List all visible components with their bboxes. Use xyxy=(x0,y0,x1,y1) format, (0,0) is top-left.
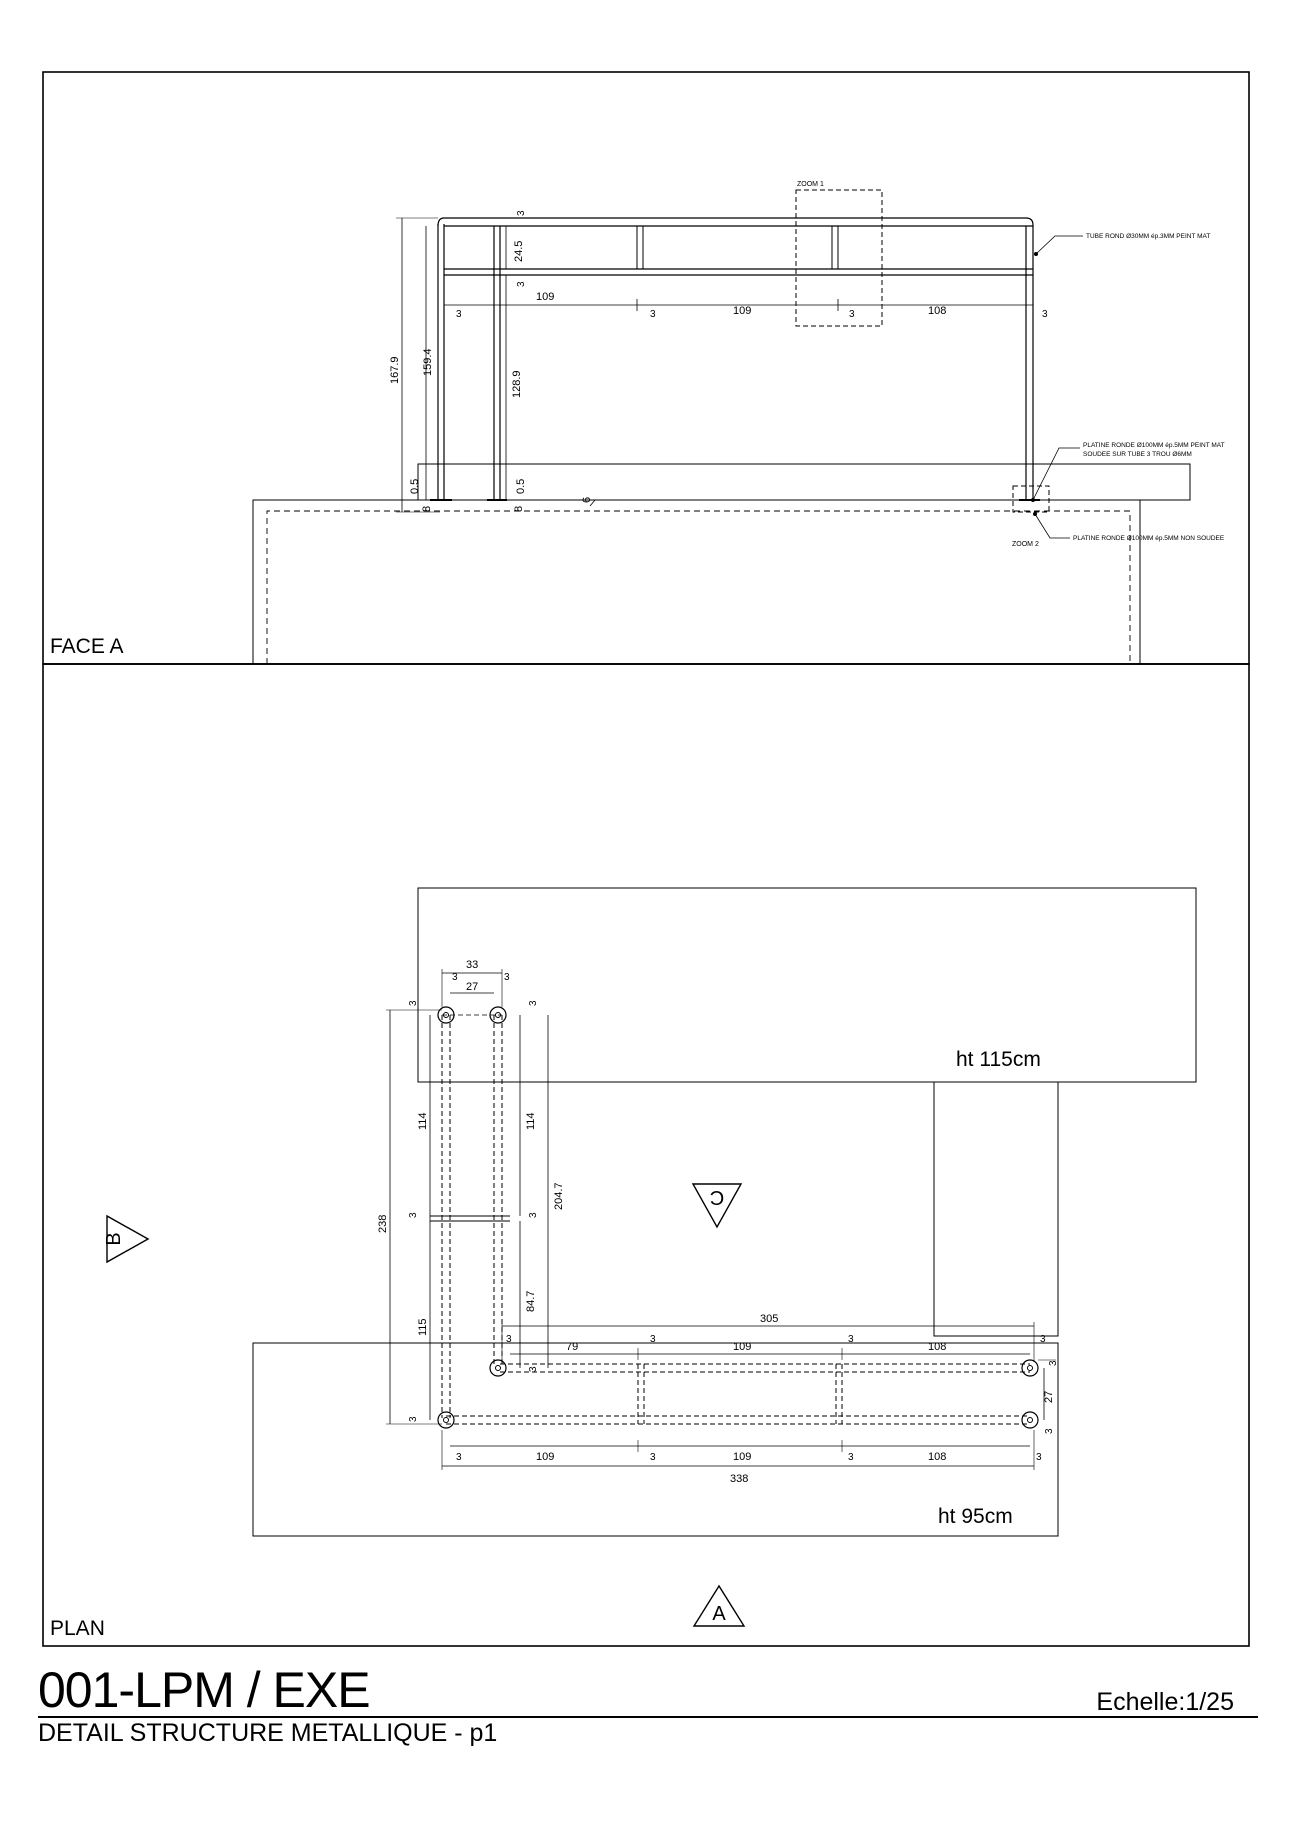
dim-tube-b: 3 xyxy=(650,309,656,320)
svg-text:B: B xyxy=(103,1232,125,1245)
marker-c: C xyxy=(691,1183,743,1229)
dim-plan-tube: 3 xyxy=(408,1212,419,1218)
platine-soudee-note-2: SOUDEE SUR TUBE 3 TROU Ø6MM xyxy=(1083,451,1192,458)
drawing-number: 001-LPM / EXE xyxy=(38,1662,371,1718)
dim-plan-tube: 3 xyxy=(1036,1452,1042,1463)
dim-mid-total: 204.7 xyxy=(553,1182,565,1210)
dim-run-mid: 109 xyxy=(733,1341,751,1353)
dim-plan-tube: 3 xyxy=(408,1416,419,1422)
plan-post xyxy=(437,1411,455,1429)
height-label-upper: ht 115cm xyxy=(956,1048,1041,1071)
dim-span-2: 109 xyxy=(733,305,751,317)
dim-plan-tube: 3 xyxy=(456,1452,462,1463)
plan-frame xyxy=(42,663,1250,1647)
dim-plan-tube: 3 xyxy=(1048,1360,1059,1366)
svg-text:C: C xyxy=(710,1186,724,1208)
dim-base-left: 8 xyxy=(421,506,433,512)
dim-rail-spacing: 24.5 xyxy=(513,241,525,262)
dim-run-first: 79 xyxy=(566,1341,578,1353)
dim-plan-tube: 3 xyxy=(528,1366,539,1372)
dim-step: 6 xyxy=(581,497,593,503)
plan-post xyxy=(489,1359,507,1377)
dim-span-3: 108 xyxy=(928,305,946,317)
dim-plan-tube: 3 xyxy=(528,1212,539,1218)
dim-tube-mid: 3 xyxy=(516,281,527,287)
dim-plan-tube: 3 xyxy=(848,1452,854,1463)
dim-tube-a: 3 xyxy=(456,309,462,320)
dim-plan-tube: 3 xyxy=(848,1334,854,1345)
plan-post xyxy=(437,1006,455,1024)
dim-span-1: 109 xyxy=(536,291,554,303)
dim-left-upper: 114 xyxy=(417,1112,429,1130)
dim-plan-tube: 3 xyxy=(506,1334,512,1345)
dim-right-depth: 27 xyxy=(1043,1391,1055,1403)
plan-post xyxy=(489,1006,507,1024)
dim-plan-tube: 3 xyxy=(452,972,458,983)
height-label-lower: ht 95cm xyxy=(938,1505,1013,1528)
dim-plan-tube: 3 xyxy=(408,1000,419,1006)
dim-top-inner: 27 xyxy=(466,981,478,993)
dim-plan-tube: 3 xyxy=(1040,1334,1046,1345)
drawing-subtitle: DETAIL STRUCTURE METALLIQUE - p1 xyxy=(38,1719,498,1747)
marker-b: B xyxy=(103,1214,150,1264)
face-a-drawing xyxy=(252,189,1191,664)
dim-plan-tube: 3 xyxy=(528,1000,539,1006)
dim-plate-mid: 0.5 xyxy=(515,479,527,494)
dim-left-lower: 115 xyxy=(417,1318,429,1336)
dim-plan-tube: 3 xyxy=(650,1334,656,1345)
dim-bottom-2: 109 xyxy=(733,1451,751,1463)
dim-tube-top: 3 xyxy=(516,210,527,216)
dim-bottom-1: 109 xyxy=(536,1451,554,1463)
dim-run-last: 108 xyxy=(928,1341,946,1353)
dim-tube-d: 3 xyxy=(1042,309,1048,320)
dim-bottom-total: 338 xyxy=(730,1473,748,1485)
dim-bottom-3: 108 xyxy=(928,1451,946,1463)
dim-plan-tube: 3 xyxy=(1044,1428,1055,1434)
dim-tube-c: 3 xyxy=(849,309,855,320)
dim-left-total: 238 xyxy=(377,1215,389,1233)
tube-note: TUBE ROND Ø30MM ép.3MM PEINT MAT xyxy=(1086,233,1210,240)
dim-plan-tube: 3 xyxy=(504,972,510,983)
marker-a: A xyxy=(692,1584,746,1627)
dim-plate-left: 0.5 xyxy=(409,479,421,494)
dim-mid-lower: 84.7 xyxy=(525,1291,537,1312)
view-label-face-a: FACE A xyxy=(50,635,124,658)
dim-mid-upper: 114 xyxy=(525,1112,537,1130)
zoom-1-label: ZOOM 1 xyxy=(797,181,824,188)
platine-soudee-note-1: PLATINE RONDE Ø100MM ép.5MM PEINT MAT xyxy=(1083,442,1225,449)
scale-label: Echelle:1/25 xyxy=(1096,1688,1234,1716)
plan-post xyxy=(1021,1359,1039,1377)
dim-base-mid: 8 xyxy=(513,506,525,512)
dim-top-outer: 33 xyxy=(466,959,478,971)
svg-text:A: A xyxy=(712,1603,726,1625)
plan-drawing xyxy=(252,887,1197,1537)
view-label-plan: PLAN xyxy=(50,1617,105,1640)
face-a-frame xyxy=(42,71,1250,665)
dim-total-height: 167.9 xyxy=(389,356,401,384)
title-rule xyxy=(38,1716,1258,1718)
dim-post-height: 159.4 xyxy=(422,348,434,376)
plan-post xyxy=(1021,1411,1039,1429)
dim-run-total-upper: 305 xyxy=(760,1313,778,1325)
platine-non-soudee-note: PLATINE RONDE Ø100MM ép.5MM NON SOUDEE xyxy=(1073,535,1225,542)
dim-plan-tube: 3 xyxy=(650,1452,656,1463)
dim-lower-post: 128.9 xyxy=(511,370,523,398)
zoom-2-label: ZOOM 2 xyxy=(1012,541,1039,548)
